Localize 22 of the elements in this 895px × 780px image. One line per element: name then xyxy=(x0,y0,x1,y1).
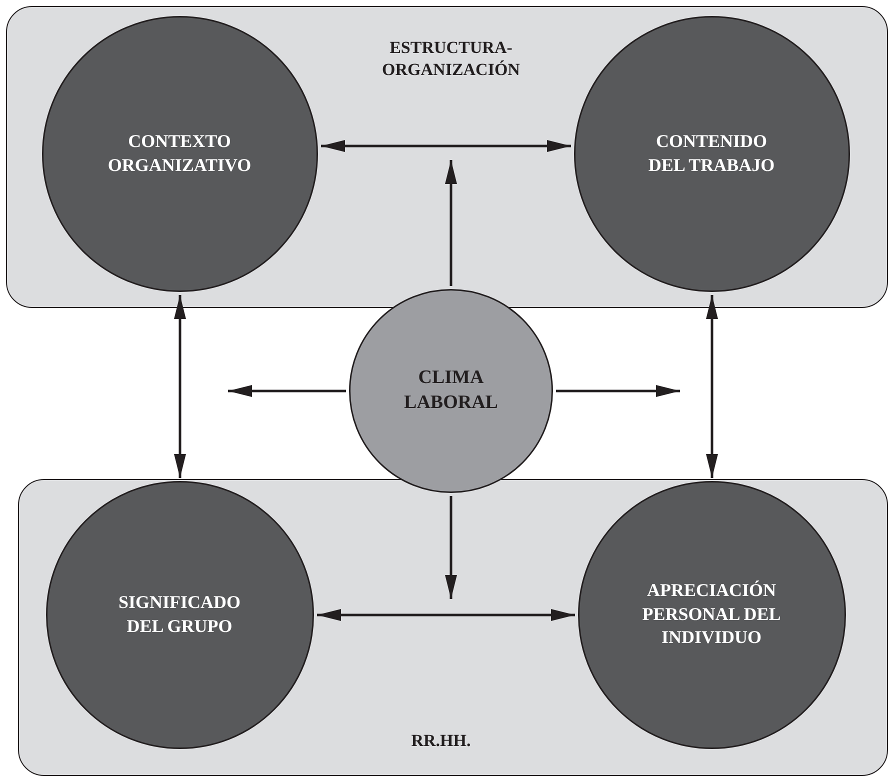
group-title: RR.HH. xyxy=(410,730,472,752)
arrow xyxy=(556,385,680,397)
arrow xyxy=(706,295,718,478)
circle-label: APRECIACIÓN PERSONAL DEL INDIVIDUO xyxy=(641,579,782,650)
concept-circle xyxy=(578,480,846,748)
arrow xyxy=(174,295,186,478)
group-panel xyxy=(6,6,888,308)
circle-label: SIGNIFICADO DEL GRUPO xyxy=(117,591,242,638)
arrow xyxy=(445,160,457,286)
concept-circle xyxy=(349,289,553,493)
arrow xyxy=(228,385,346,397)
concept-circle xyxy=(574,16,850,292)
arrow xyxy=(321,140,571,152)
group-title: ESTRUCTURA- ORGANIZACIÓN xyxy=(381,37,521,82)
concept-circle xyxy=(42,16,318,292)
arrow xyxy=(445,496,457,599)
concept-circle xyxy=(46,480,314,748)
group-panel xyxy=(18,479,888,776)
circle-label: CONTENIDO DEL TRABAJO xyxy=(647,130,776,176)
circle-label: CLIMA LABORAL xyxy=(403,366,499,415)
arrow xyxy=(317,609,575,621)
circle-label: CONTEXTO ORGANIZATIVO xyxy=(106,130,252,176)
